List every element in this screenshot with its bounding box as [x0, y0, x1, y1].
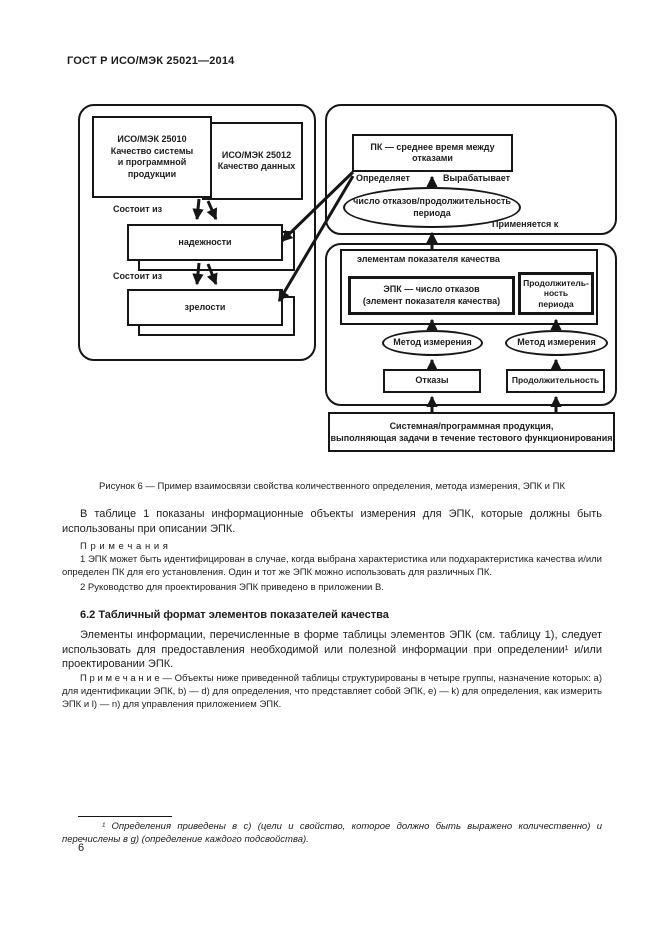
section-6-2-note: П р и м е ч а н и е — Объекты ниже приве…	[62, 673, 602, 710]
notes-title: П р и м е ч а н и я	[80, 541, 169, 552]
produces-label: Вырабатывает	[443, 173, 511, 183]
consists-of-label-2: Состоит из	[113, 271, 163, 281]
epk-failures-box: ЭПК — число отказов (элемент показателя …	[348, 276, 515, 315]
iso25010-box: ИСО/МЭК 25010 Качество системы и програм…	[92, 116, 212, 198]
page-number: 6	[78, 842, 85, 854]
consists-of-label-1: Состоит из	[113, 204, 163, 214]
measurement-function-ellipse: число отказов/продолжительность периода	[343, 187, 521, 228]
section-6-2-paragraph: Элементы информации, перечисленные в фор…	[62, 629, 602, 670]
reliability-box: надежности	[127, 224, 283, 261]
applies-to-label: Применяется к	[492, 219, 559, 229]
target-entity-box: Системная/программная продукция, выполня…	[328, 412, 615, 452]
maturity-box: зрелости	[127, 289, 283, 326]
duration-period-box: Продолжитель- ность периода	[518, 272, 594, 315]
duration-box: Продолжительность	[506, 369, 605, 393]
failures-box: Отказы	[383, 369, 481, 393]
note-2: 2 Руководство для проектирования ЭПК при…	[80, 582, 384, 593]
section-6-2-heading: 6.2 Табличный формат элементов показател…	[80, 609, 389, 621]
page-header: ГОСТ Р ИСО/МЭК 25021—2014	[67, 55, 235, 67]
measurement-method-right-ellipse: Метод измерения	[505, 330, 608, 356]
footnote-text: ¹ Определения приведены в c) (цели и сво…	[62, 821, 602, 845]
quality-measure-box: ПК — среднее время между отказами	[352, 134, 513, 172]
iso25012-box: ИСО/МЭК 25012 Качество данных	[202, 122, 303, 200]
note-1: 1 ЭПК может быть идентифицирован в случа…	[62, 554, 602, 578]
measurement-method-left-ellipse: Метод измерения	[382, 330, 483, 356]
paragraph-table1: В таблице 1 показаны информационные объе…	[62, 508, 602, 535]
defines-label: Определяет	[356, 173, 410, 183]
figure-caption: Рисунок 6 — Пример взаимосвязи свойства …	[98, 481, 565, 492]
quality-measure-elements-label: элементам показателя качества	[357, 254, 500, 264]
footnote-rule	[78, 816, 172, 817]
